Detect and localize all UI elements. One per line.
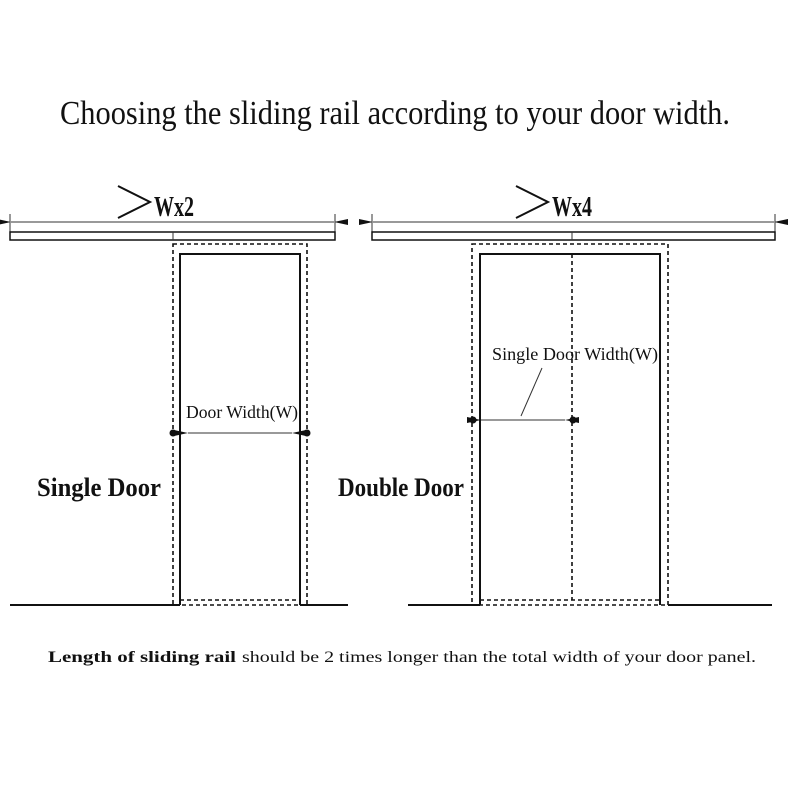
door-width-label: Door Width(W) — [186, 402, 298, 423]
sliding-rail — [371, 231, 776, 241]
leader-line — [520, 367, 543, 417]
single-rail-length-label: Wx2 — [154, 192, 194, 223]
footer-note-bold: Length of sliding rail — [48, 649, 237, 666]
double-door-diagram: Wx4 Single Door Width(W) Double Door — [338, 185, 788, 606]
door-panels — [479, 253, 661, 605]
single-door-width-label: Single Door Width(W) — [492, 344, 658, 365]
greater-than-symbol — [515, 185, 551, 219]
greater-than-symbol — [117, 185, 153, 219]
door-frame-outline — [471, 243, 669, 606]
door-frame-outline — [172, 243, 308, 606]
door-panel — [179, 253, 301, 605]
single-door-diagram: Wx2 Door Width(W) Single Door — [0, 185, 348, 606]
double-door-label: Double Door — [338, 473, 464, 502]
footer-note: Length of sliding rail should be 2 times… — [48, 649, 756, 666]
single-door-label: Single Door — [37, 473, 161, 502]
diagram-title: Choosing the sliding rail according to y… — [60, 95, 730, 132]
double-rail-length-label: Wx4 — [552, 192, 592, 223]
footer-note-rest: should be 2 times longer than the total … — [242, 649, 756, 666]
